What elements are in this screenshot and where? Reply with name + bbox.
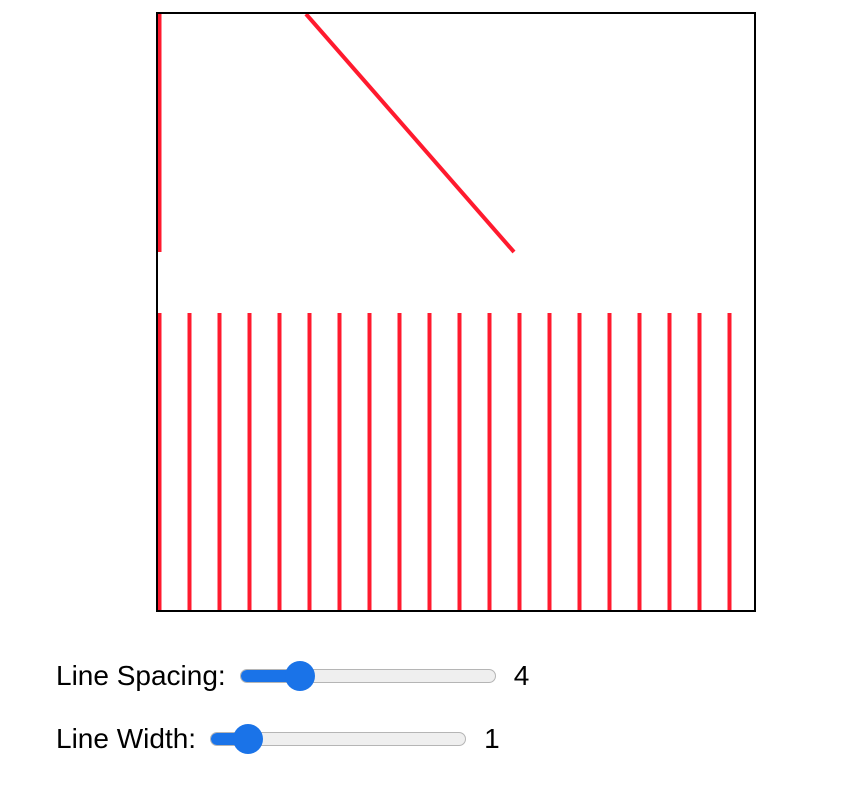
line-spacing-label: Line Spacing: (56, 660, 226, 691)
line-drawing (158, 14, 732, 610)
diagonal-line (304, 14, 516, 254)
line-width-value: 1 (484, 723, 500, 754)
line-spacing-slider-track[interactable] (239, 669, 496, 683)
drawing-canvas (156, 12, 756, 612)
line-spacing-slider-thumb[interactable] (284, 661, 315, 691)
line-width-slider[interactable] (210, 721, 467, 757)
line-spacing-slider[interactable] (239, 658, 496, 694)
line-spacing-control: Line Spacing: 4 (56, 658, 529, 694)
line-width-control: Line Width: 1 (56, 721, 500, 757)
line-width-label: Line Width: (56, 723, 197, 754)
line-spacing-value: 4 (513, 660, 530, 691)
line-width-slider-thumb[interactable] (232, 724, 263, 754)
